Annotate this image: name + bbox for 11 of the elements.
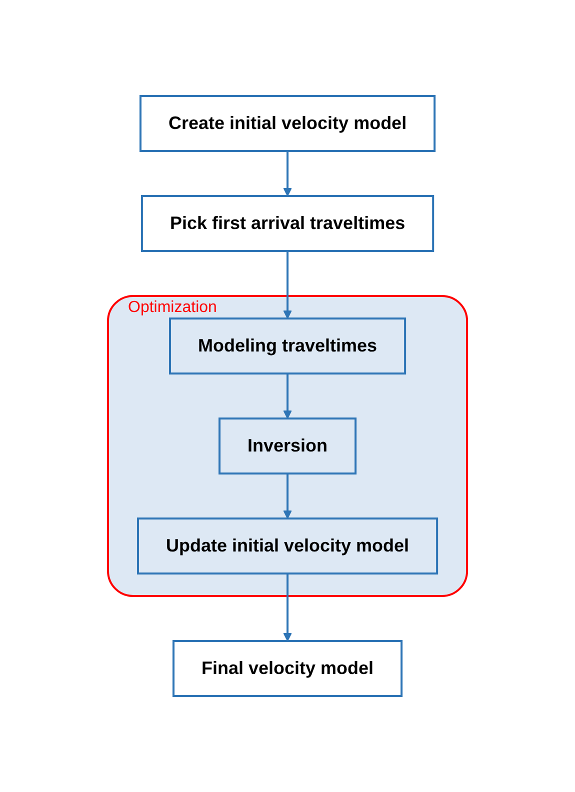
node-box: Inversion <box>218 418 357 474</box>
arrow <box>283 251 292 319</box>
arrow <box>283 474 292 519</box>
node-box: Final velocity model <box>172 640 403 697</box>
arrow <box>283 374 292 419</box>
arrow <box>283 574 292 642</box>
node-box: Modeling traveltimes <box>168 318 406 374</box>
node-box: Create initial velocity model <box>139 95 436 152</box>
node-box: Pick first arrival traveltimes <box>140 195 434 252</box>
arrow <box>283 151 292 196</box>
node-box: Update initial velocity model <box>136 518 438 574</box>
